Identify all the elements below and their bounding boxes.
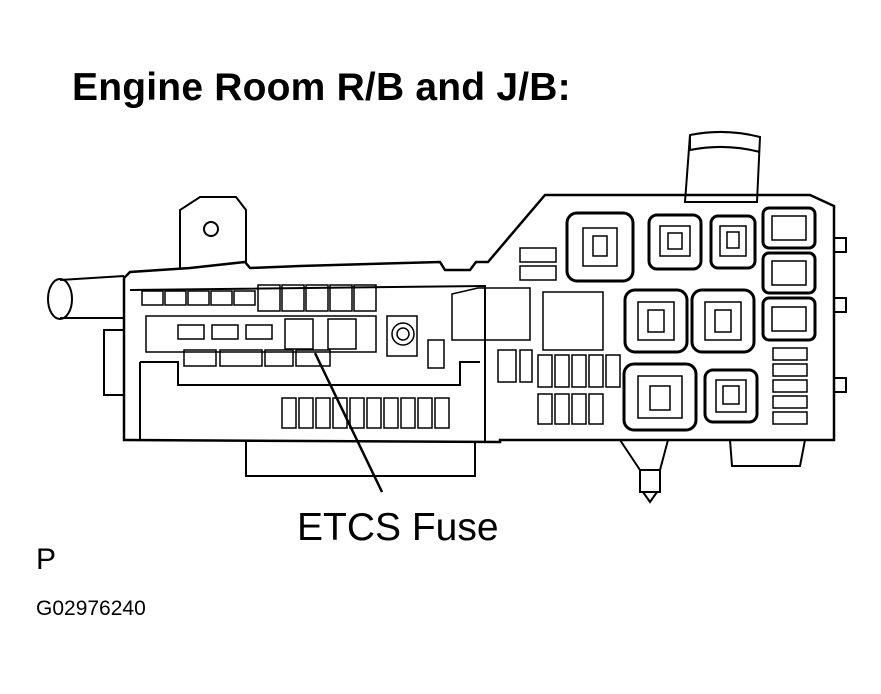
mini-fuse-row — [281, 397, 450, 429]
top-fuse-row — [141, 284, 377, 312]
middle-fuse-block — [145, 315, 377, 367]
relay-icon — [761, 206, 817, 250]
relay-icon — [690, 288, 756, 354]
mounting-hole-icon — [203, 221, 219, 237]
relay-icon — [761, 251, 817, 295]
center-components — [427, 247, 621, 425]
right-fuse-column — [772, 347, 808, 425]
relay-icon — [761, 296, 817, 342]
relay-group — [565, 206, 817, 432]
relay-icon — [647, 213, 703, 271]
figure-id: G02976240 — [36, 597, 146, 620]
relay-icon — [622, 362, 698, 432]
junction-box-housing — [47, 130, 847, 504]
relay-icon — [703, 368, 759, 424]
etcs-fuse-leader-line — [313, 352, 384, 493]
diagram-title: Engine Room R/B and J/B: — [72, 66, 571, 109]
bolt-terminal-icon — [386, 315, 418, 357]
relay-icon — [709, 214, 757, 270]
etcs-fuse-label: ETCS Fuse — [297, 506, 499, 549]
relay-icon — [565, 211, 635, 283]
relay-icon — [623, 288, 689, 354]
marker-letter: P — [36, 543, 57, 576]
